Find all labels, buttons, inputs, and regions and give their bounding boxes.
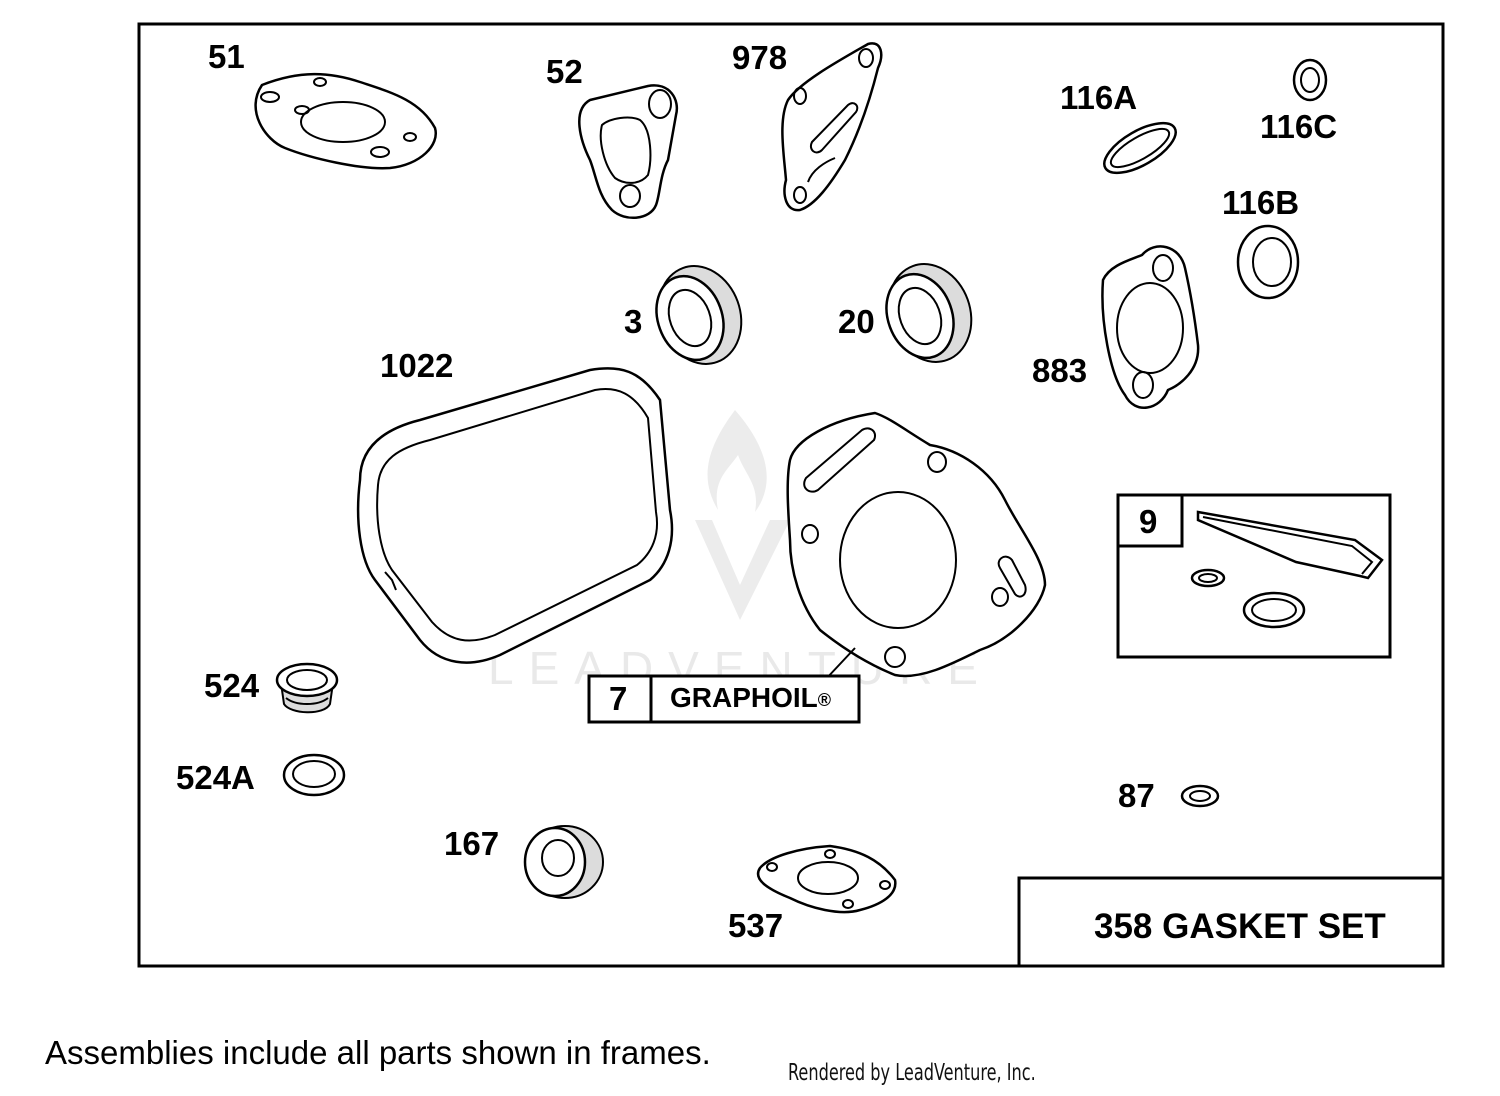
part-label-524: 524 — [204, 667, 260, 704]
kit-9-gasket[interactable] — [1196, 510, 1384, 580]
part-167-grommet[interactable] — [523, 825, 604, 899]
kit-9-small-ring[interactable] — [1190, 568, 1226, 588]
part-883-gasket[interactable] — [1101, 245, 1200, 409]
kit-7-registered-mark: ® — [818, 690, 831, 710]
gasket-set-title: 358 GASKET SET — [1094, 907, 1386, 946]
part-20-seal[interactable] — [875, 252, 984, 373]
kit-9-large-ring[interactable] — [1242, 591, 1306, 629]
part-52-gasket[interactable] — [578, 84, 679, 219]
part-537-gasket[interactable] — [756, 844, 897, 914]
part-7-head-gasket[interactable] — [786, 411, 1047, 681]
part-label-51: 51 — [208, 38, 245, 75]
part-label-524A: 524A — [176, 759, 255, 796]
part-label-116B: 116B — [1222, 184, 1299, 221]
watermark-flame-icon — [707, 410, 767, 512]
part-label-883: 883 — [1032, 352, 1087, 389]
part-label-52: 52 — [546, 53, 583, 90]
title-box: 358 GASKET SET — [1017, 876, 1443, 966]
part-51-gasket[interactable] — [254, 72, 438, 170]
part-label-20: 20 — [838, 303, 875, 340]
part-1022-gasket[interactable] — [356, 367, 674, 664]
footnote: Assemblies include all parts shown in fr… — [45, 1034, 711, 1071]
watermark-v-icon — [695, 520, 790, 620]
render-credit: Rendered by LeadVenture, Inc. — [788, 1060, 1036, 1086]
part-label-167: 167 — [444, 825, 499, 862]
part-524A-washer[interactable] — [282, 753, 346, 797]
kit-7-graphoil-box: 7 GRAPHOIL® — [587, 674, 861, 724]
part-label-116A: 116A — [1060, 79, 1137, 116]
part-116C-ring[interactable] — [1292, 58, 1328, 102]
kit-7-number: 7 — [609, 680, 627, 717]
part-978-gasket[interactable] — [781, 42, 883, 212]
part-label-1022: 1022 — [380, 347, 453, 384]
kit-9-number: 9 — [1139, 503, 1157, 540]
kit-7-name-text: GRAPHOIL — [670, 682, 818, 713]
part-label-537: 537 — [728, 907, 783, 944]
part-label-978: 978 — [732, 39, 787, 76]
main-frame — [137, 22, 1445, 968]
kit-9-box: 9 — [1116, 493, 1392, 659]
part-116B-ring[interactable] — [1236, 224, 1300, 300]
part-524-plug[interactable] — [275, 662, 339, 714]
part-label-3: 3 — [624, 303, 642, 340]
part-116A-ring[interactable] — [1097, 113, 1183, 182]
kit-7-name: GRAPHOIL® — [670, 682, 831, 713]
part-87-washer[interactable] — [1180, 784, 1220, 808]
part-label-116C: 116C — [1260, 108, 1337, 145]
part-3-seal[interactable] — [645, 254, 754, 375]
part-label-87: 87 — [1118, 777, 1155, 814]
